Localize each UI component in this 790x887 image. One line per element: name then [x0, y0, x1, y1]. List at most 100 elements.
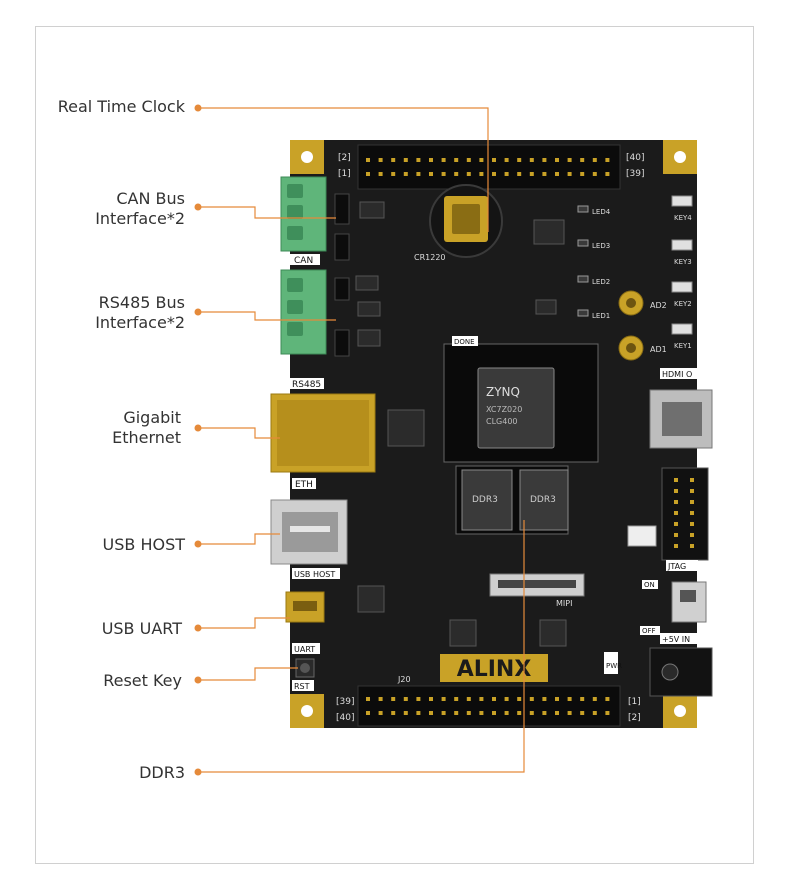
callout-real-time-clock: Real Time Clock [57, 97, 185, 116]
header-pin [567, 158, 572, 162]
led2-label: LED2 [592, 278, 610, 286]
header-pin [605, 697, 610, 701]
header-pin [492, 697, 496, 701]
header-pin [366, 697, 370, 701]
callout-line [198, 427, 280, 439]
header-pin [555, 158, 559, 162]
header-pin [492, 158, 496, 162]
header-pin [592, 158, 597, 162]
header-pin [454, 697, 459, 701]
pin-label: [39] [336, 697, 354, 707]
callout-dot [194, 308, 202, 316]
header-pin [542, 711, 547, 715]
header-pin [674, 489, 678, 493]
callout-ddr3: DDR3 [139, 763, 185, 782]
header-pin [454, 158, 459, 162]
header-pin [403, 172, 408, 176]
rst-silkscreen: RST [294, 682, 310, 691]
header-pin [454, 711, 459, 715]
ad2-label: AD2 [650, 301, 667, 310]
key2-label: KEY2 [674, 300, 692, 308]
header-pin [416, 711, 421, 715]
off-label: OFF [642, 627, 656, 635]
header-pin [592, 697, 597, 701]
dc-power-jack [649, 647, 713, 697]
header-pin [690, 489, 694, 493]
header-pin [466, 697, 471, 701]
header-pin [441, 711, 446, 715]
header-pin [529, 158, 534, 162]
ethernet-phy-chip [387, 409, 425, 447]
zynq-fpga-chip [477, 367, 555, 449]
header-pin [690, 522, 694, 526]
header-pin [529, 172, 534, 176]
rst-silk-box [292, 680, 314, 691]
key1-label: KEY1 [674, 342, 692, 350]
header-pin [605, 158, 610, 162]
callout-line [198, 311, 336, 321]
power-in-label: +5V IN [662, 635, 690, 644]
key4-label: KEY4 [674, 214, 692, 222]
header-pin [555, 697, 559, 701]
header-pin [690, 478, 694, 482]
callout-dot [194, 540, 202, 548]
header-pin [492, 711, 496, 715]
header-pin [674, 511, 678, 515]
jtag-silkscreen: JTAG [667, 562, 686, 571]
bottom-header-pins [366, 697, 610, 715]
header-pin [542, 697, 547, 701]
callout-usb-uart: USB UART [101, 619, 182, 638]
callout-dot [194, 768, 202, 776]
usb-host-silkscreen: USB HOST [294, 570, 335, 579]
can-silk-box [290, 254, 320, 265]
fpga-text: ZYNQ [486, 385, 520, 399]
pin-label: [1] [338, 169, 351, 179]
header-pin [429, 158, 433, 162]
callout-reset-key: Reset Key [103, 671, 182, 690]
callout-can-bus: CAN Bus Interface*2 [95, 189, 185, 228]
pin-label: [40] [626, 153, 644, 163]
header-pin [479, 711, 484, 715]
header-pin [403, 697, 408, 701]
header-pin [555, 711, 559, 715]
top-expansion-header [357, 144, 621, 190]
header-pin [403, 158, 408, 162]
callout-line [198, 206, 336, 219]
ad1-label: AD1 [650, 345, 667, 354]
header-pin [366, 158, 370, 162]
header-pin [529, 711, 534, 715]
uart-silk-box [292, 643, 320, 654]
done-silkscreen: DONE [454, 338, 475, 346]
mipi-label: MIPI [556, 599, 572, 608]
callout-dot [194, 424, 202, 432]
header-pin [391, 172, 396, 176]
header-pin [391, 697, 396, 701]
can-silkscreen: CAN [294, 256, 313, 266]
on-label: ON [644, 581, 655, 589]
pin-label: [2] [628, 713, 641, 723]
header-pin [580, 697, 585, 701]
header-pin [605, 711, 610, 715]
header-pin [416, 158, 421, 162]
callout-line [198, 533, 280, 545]
header-pin [378, 711, 383, 715]
header-pin [690, 500, 694, 504]
rs485-silk-box [290, 378, 324, 389]
header-pin [504, 711, 509, 715]
uart-silkscreen: UART [294, 645, 315, 654]
callout-dot [194, 676, 202, 684]
header-pin [366, 711, 370, 715]
mounting-holes [290, 140, 697, 728]
figure-frame [35, 26, 754, 864]
header-pin [466, 172, 471, 176]
pwr-label: PWR [606, 662, 622, 670]
header-pin [580, 158, 585, 162]
header-pin [517, 158, 522, 162]
header-pin [674, 478, 678, 482]
header-pin [429, 172, 433, 176]
header-pin [416, 697, 421, 701]
ddr3-chip-text: DDR3 [530, 495, 556, 505]
header-pin [529, 697, 534, 701]
fpga-text: CLG400 [486, 417, 518, 426]
